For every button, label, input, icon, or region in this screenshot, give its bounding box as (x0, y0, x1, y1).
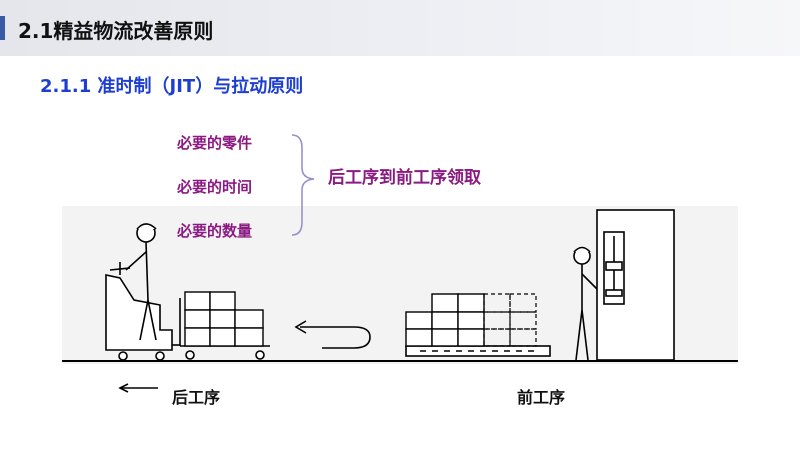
back-process-label: 后工序 (172, 388, 221, 407)
header-bar (0, 0, 800, 56)
header-accent (0, 16, 5, 40)
front-process-label: 前工序 (517, 388, 566, 407)
left-arrow-icon (118, 383, 158, 393)
requirement-time: 必要的时间 (177, 178, 253, 196)
conveyor-icon (405, 345, 551, 357)
requirement-parts: 必要的零件 (177, 134, 253, 152)
section-title: 2.1.1 准时制（JIT）与拉动原则 (40, 76, 304, 97)
machine-icon (596, 209, 675, 361)
parts-boxes-back (184, 291, 264, 347)
requirement-quantity: 必要的数量 (177, 222, 253, 240)
pull-description: 后工序到前工序领取 (328, 168, 481, 188)
worker-icon-back (125, 223, 157, 341)
brace-icon (291, 134, 315, 236)
parts-boxes-front (405, 293, 485, 347)
pull-arrow-icon (294, 320, 371, 349)
worker-icon-front (573, 246, 599, 361)
page-title: 2.1精益物流改善原则 (18, 19, 214, 43)
empty-box-slots (483, 293, 537, 347)
